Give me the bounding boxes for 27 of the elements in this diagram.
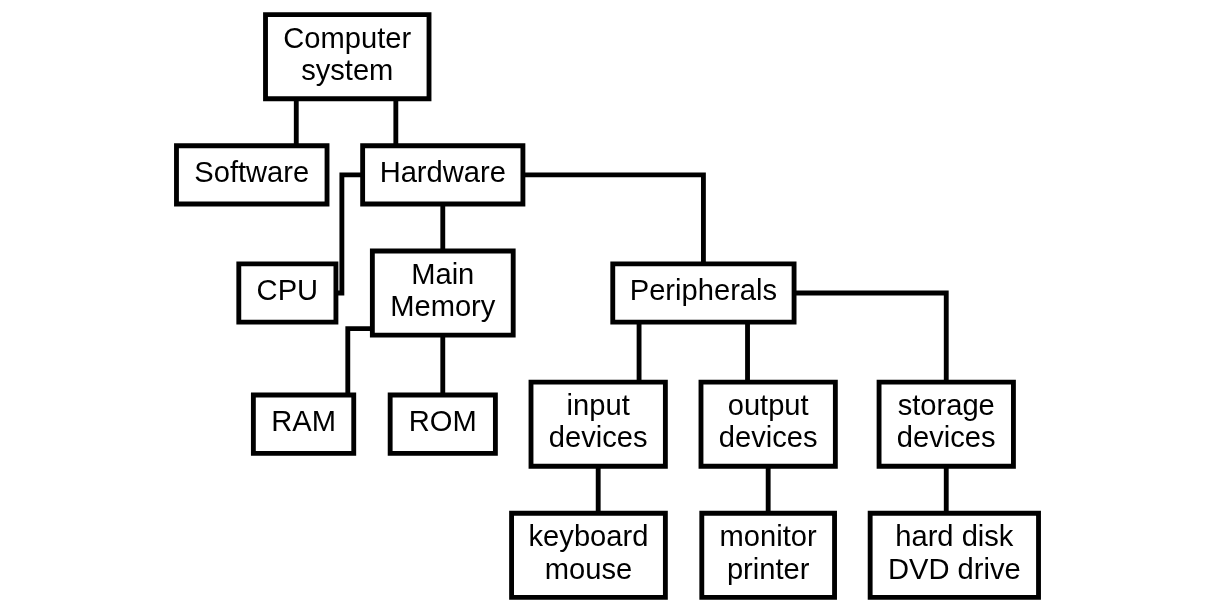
connector	[943, 466, 949, 514]
node-box: input devices	[528, 379, 668, 469]
connector	[745, 322, 750, 382]
connector	[345, 326, 373, 395]
node-box: Main Memory	[369, 248, 516, 338]
node-box: monitor printer	[699, 510, 837, 600]
node-box: Computer system	[263, 12, 432, 102]
node-box: RAM	[250, 392, 357, 456]
connector	[440, 335, 446, 395]
node-box: output devices	[698, 379, 838, 469]
connector	[440, 204, 446, 251]
connector	[794, 290, 949, 382]
connector	[393, 99, 399, 146]
connector	[336, 172, 363, 296]
node-box: hard disk DVD drive	[867, 510, 1041, 600]
connector	[293, 99, 299, 146]
node-box: Peripherals	[610, 261, 797, 325]
node-box: storage devices	[876, 379, 1016, 469]
connector	[595, 466, 601, 514]
node-box: keyboard mouse	[509, 510, 668, 600]
node-box: CPU	[236, 261, 339, 325]
node-box: ROM	[387, 392, 498, 456]
node-box: Hardware	[360, 143, 526, 207]
connector	[636, 322, 642, 382]
node-box: Software	[174, 143, 330, 207]
connector	[523, 172, 706, 264]
connector	[765, 466, 771, 514]
